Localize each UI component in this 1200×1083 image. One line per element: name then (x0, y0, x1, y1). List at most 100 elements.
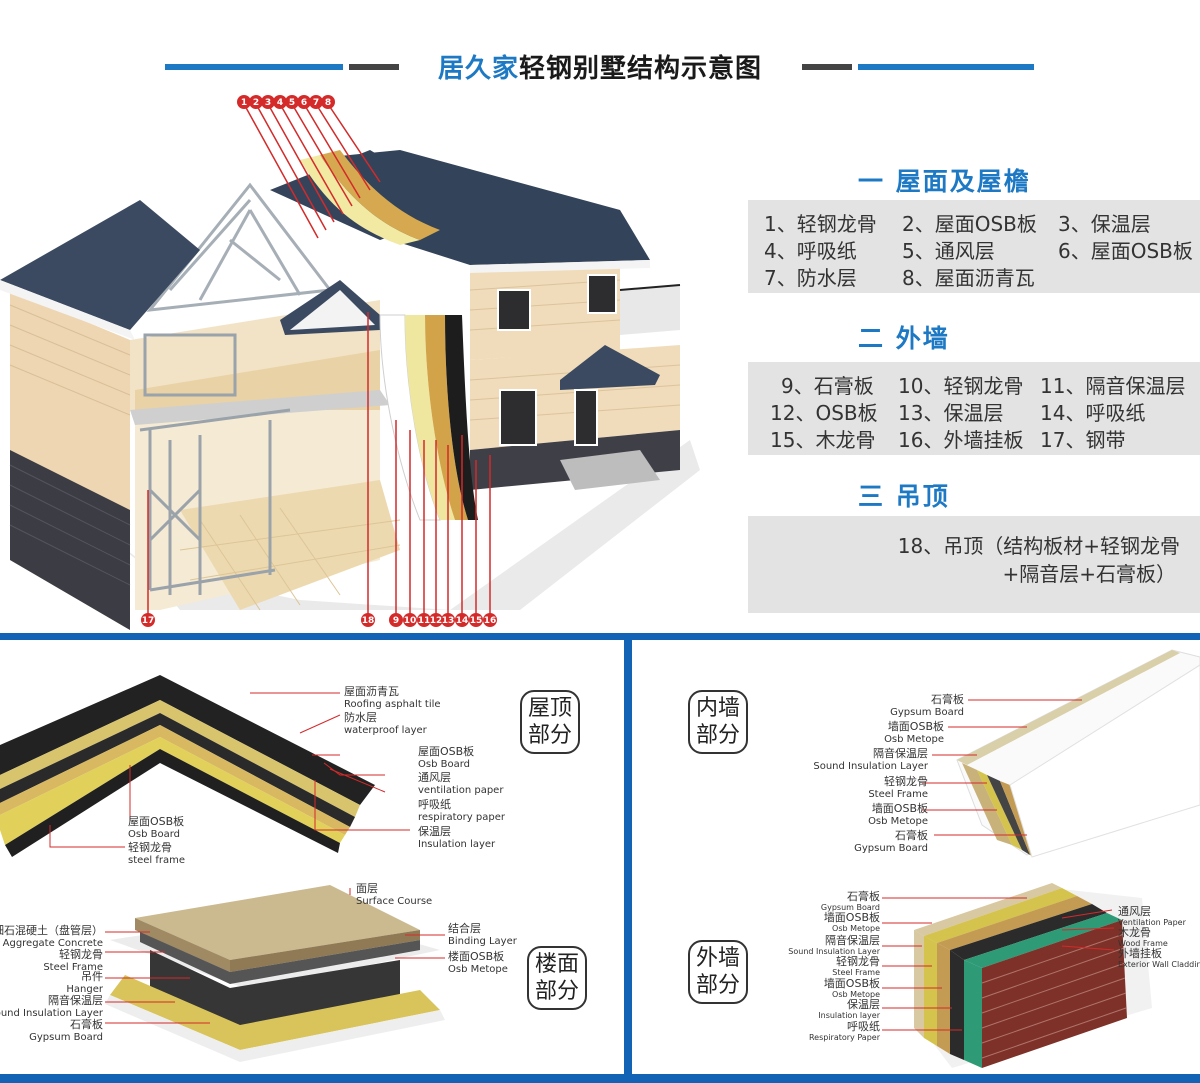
roof-item-2: 2、屋面OSB板 (902, 212, 1037, 236)
callout-dot-11 (417, 613, 431, 627)
ceiling-item-line1: 18、吊顶（结构板材+轻钢龙骨 (897, 534, 1180, 558)
wall-item-9: 9、石膏板 (781, 374, 874, 398)
outer-label-wood-en: Wood Frame (1118, 939, 1168, 948)
floor-label-gypsum-cn: 石膏板 (70, 1017, 103, 1031)
frame-bottom-bar (0, 1074, 1200, 1083)
roof-label-vent-en: ventilation paper (418, 785, 504, 796)
floor-label-hanger-cn: 吊件 (81, 970, 103, 983)
outer-label-gypsum-cn: 石膏板 (847, 889, 880, 903)
inner-label-gypsum-bottom-en: Gypsum Board (854, 843, 928, 854)
roof-label-breath-en: respiratory paper (418, 812, 506, 823)
outer-badge-bottom: 部分 (695, 973, 740, 998)
callout-number-markers: 1 2 3 4 5 6 7 8 9 10 11 12 13 14 15 16 1… (141, 95, 497, 627)
callout-dot-5 (285, 95, 299, 109)
callout-label-3: 3 (265, 98, 271, 108)
roof-part-badge: 屋顶 部分 (520, 690, 580, 754)
callout-dot-4 (273, 95, 287, 109)
outer-label-breath-en: Respiratory Paper (809, 1033, 881, 1042)
header-rule-gray-left (349, 64, 399, 70)
callout-dot-6 (297, 95, 311, 109)
inner-badge-top: 内墙 (695, 696, 740, 721)
callout-dot-16 (483, 613, 497, 627)
wall-item-10: 10、轻钢龙骨 (898, 374, 1024, 398)
outer-wall-diagram: 石膏板 Gypsum Board 墙面OSB板 Osb Metope 隔音保温层… (788, 883, 1200, 1068)
outer-label-insul-en: Insulation layer (818, 1011, 880, 1020)
floor-label-hanger-en: Hanger (66, 984, 103, 995)
section-heading-wall: 二 外墙 (858, 324, 950, 353)
floor-label-sound-cn: 隔音保温层 (48, 993, 103, 1007)
inner-label-steel-en: Steel Frame (868, 789, 928, 800)
callout-label-15: 15 (470, 616, 483, 626)
inner-label-osb-top-cn: 墙面OSB板 (888, 719, 944, 733)
wall-item-17: 17、钢带 (1040, 428, 1126, 452)
inner-badge-bottom: 部分 (695, 723, 740, 748)
callout-dot-3 (261, 95, 275, 109)
outer-label-osb-top-cn: 墙面OSB板 (824, 910, 880, 924)
floor-label-binding-en: Binding Layer (448, 936, 518, 947)
floor-label-surface-en: Surface Course (356, 896, 432, 907)
wall-item-12: 12、OSB板 (770, 401, 878, 425)
section-heading-ceiling: 三 吊顶 (858, 482, 950, 511)
inner-label-gypsum-bottom-cn: 石膏板 (895, 828, 928, 842)
page-title: 居久家轻钢别墅结构示意图 (0, 48, 1200, 85)
roof-item-4: 4、呼吸纸 (764, 239, 857, 263)
floor-part-diagram: 面层 Surface Course 细石混硬土（盘管层） Fine Aggreg… (0, 882, 518, 1062)
inner-wall-diagram: 石膏板 Gypsum Board 墙面OSB板 Osb Metope 隔音保温层… (813, 649, 1200, 858)
floor-badge-top: 楼面 (534, 952, 579, 977)
outer-label-vent-en: Ventilation Paper (1118, 918, 1187, 927)
callout-label-5: 5 (289, 98, 295, 108)
callout-dot-9 (389, 613, 403, 627)
callout-dot-2 (249, 95, 263, 109)
roof-label-osb-bottom-en: Osb Board (128, 829, 180, 840)
outer-badge-top: 外墙 (695, 946, 740, 971)
floor-label-osb-cn: 楼面OSB板 (448, 949, 504, 963)
floor-label-sound-en: Sound Insulation Layer (0, 1008, 104, 1019)
callout-label-14: 14 (456, 616, 469, 626)
roof-label-tile-en: Roofing asphalt tile (344, 699, 441, 710)
wall-item-15: 15、木龙骨 (770, 428, 876, 452)
callout-dot-15 (469, 613, 483, 627)
outer-label-steel-en: Steel Frame (832, 968, 880, 977)
section-heading-roof: 一 屋面及屋檐 (858, 167, 1031, 196)
roof-badge-top: 屋顶 (527, 696, 572, 721)
roof-label-breath-cn: 呼吸纸 (418, 798, 451, 811)
callout-label-1: 1 (241, 98, 247, 108)
outer-label-insul-cn: 保温层 (847, 997, 880, 1011)
floor-label-gypsum-en: Gypsum Board (29, 1032, 103, 1043)
roof-label-waterproof-en: waterproof layer (344, 725, 428, 736)
roof-label-vent-cn: 通风层 (418, 771, 451, 784)
floor-badge-bottom: 部分 (534, 979, 579, 1004)
title-rest: 轻钢别墅结构示意图 (519, 54, 763, 84)
callout-label-13: 13 (442, 616, 455, 626)
outer-wall-badge: 外墙 部分 (688, 940, 748, 1004)
outer-label-sound-cn: 隔音保温层 (825, 933, 880, 947)
roof-label-osb-bottom-cn: 屋面OSB板 (128, 814, 184, 828)
ceiling-item-line2: +隔音层+石膏板） (1002, 562, 1176, 586)
ceiling-legend-panel: 18、吊顶（结构板材+轻钢龙骨 +隔音层+石膏板） (748, 516, 1200, 613)
title-brand: 居久家 (437, 54, 519, 84)
inner-label-osb-bottom-en: Osb Metope (868, 816, 928, 827)
callout-dot-1 (237, 95, 251, 109)
callout-label-11: 11 (418, 616, 431, 626)
roof-item-1: 1、轻钢龙骨 (764, 212, 877, 236)
floor-label-steel-cn: 轻钢龙骨 (59, 947, 103, 961)
inner-label-steel-cn: 轻钢龙骨 (884, 774, 928, 788)
roof-badge-bottom: 部分 (527, 723, 572, 748)
callout-dot-17 (141, 613, 155, 627)
callout-dot-8 (321, 95, 335, 109)
roof-label-steel-cn: 轻钢龙骨 (128, 840, 172, 854)
wall-legend-panel: 9、石膏板 10、轻钢龙骨 11、隔音保温层 12、OSB板 13、保温层 14… (748, 362, 1200, 455)
frame-middle-divider (624, 640, 632, 1083)
outer-label-wood-cn: 木龙骨 (1118, 926, 1151, 939)
outer-label-osb-bottom-cn: 墙面OSB板 (824, 976, 880, 990)
roof-label-insul-en: Insulation layer (418, 839, 496, 850)
callout-label-2: 2 (253, 98, 259, 108)
inner-label-gypsum-top-cn: 石膏板 (931, 692, 964, 706)
outer-label-cladding-en: Exterior Wall Cladding (1118, 960, 1200, 969)
inner-label-osb-top-en: Osb Metope (884, 734, 944, 745)
wall-item-13: 13、保温层 (898, 401, 1004, 425)
roof-label-insul-cn: 保温层 (418, 824, 451, 838)
roof-item-8: 8、屋面沥青瓦 (902, 266, 1035, 290)
floor-label-concrete-cn: 细石混硬土（盘管层） (0, 923, 103, 937)
wall-item-16: 16、外墙挂板 (898, 428, 1024, 452)
